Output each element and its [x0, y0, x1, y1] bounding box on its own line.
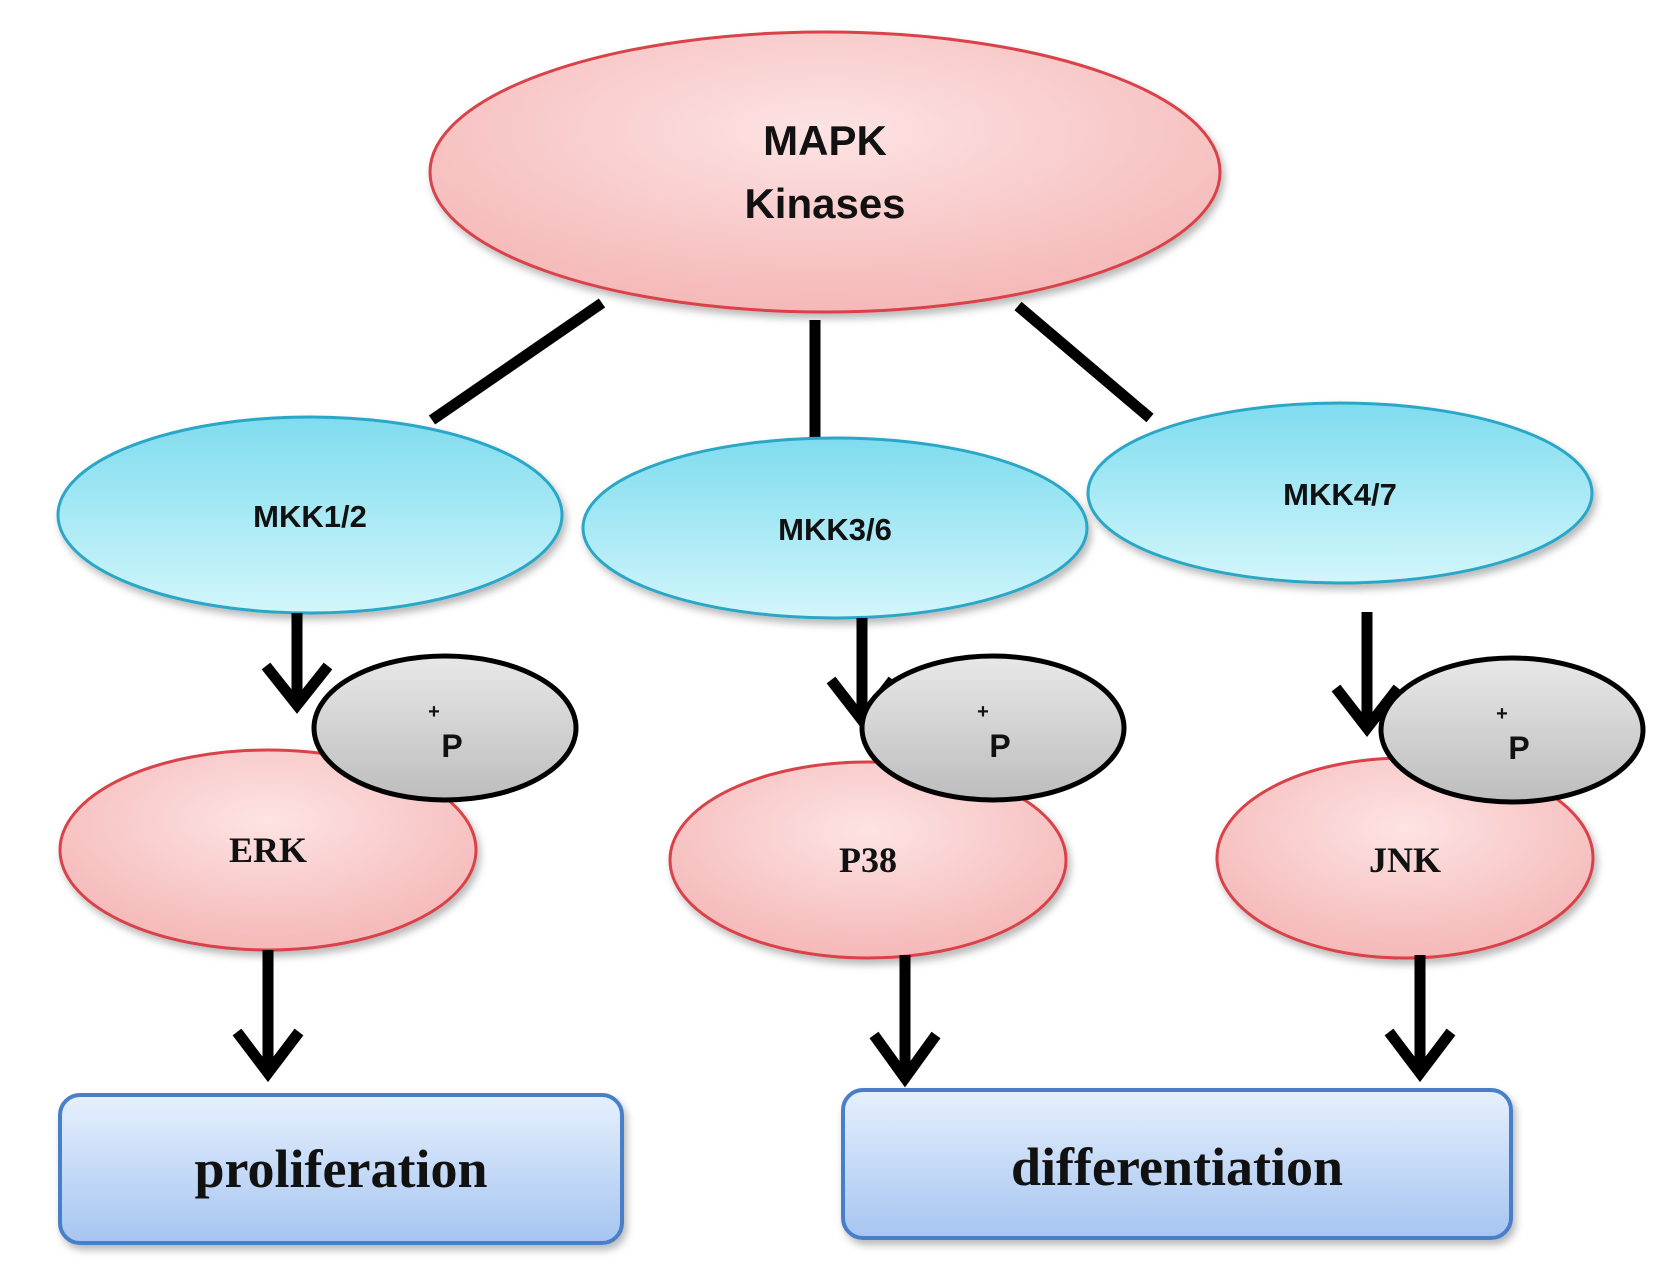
mkk4-7-node	[1086, 401, 1594, 585]
phosphate-erk-charge: +	[428, 701, 440, 723]
p38-label: P38	[839, 840, 897, 880]
mkk3-6-label: MKK3/6	[778, 512, 892, 547]
jnk-label: JNK	[1369, 840, 1441, 880]
arrow-erk-to-proliferation	[232, 950, 304, 1083]
arrow-mkk4-7-to-jnk	[1331, 612, 1403, 737]
erk-label: ERK	[229, 830, 307, 870]
mkk1-2-label: MKK1/2	[253, 499, 367, 534]
p38-node	[668, 760, 1068, 960]
phosphate-p38: + P	[859, 653, 1127, 803]
phosphate-jnk: + P	[1378, 655, 1646, 805]
phosphate-erk-label: P	[441, 728, 462, 764]
phosphate-jnk-charge: +	[1496, 703, 1508, 725]
arrow-p38-to-differentiation	[869, 955, 941, 1088]
phosphate-p38-charge: +	[977, 701, 989, 723]
connector-line-left	[428, 298, 606, 425]
differentiation-box	[841, 1088, 1513, 1240]
mkk3-6-node	[581, 436, 1089, 620]
mapk-kinases-label-line2: Kinases	[744, 180, 905, 227]
phosphate-p38-label: P	[989, 728, 1010, 764]
proliferation-box	[58, 1093, 624, 1245]
mapk-kinases-node	[428, 30, 1222, 314]
arrow-mkk1-2-to-erk	[261, 613, 333, 714]
differentiation-label: differentiation	[1011, 1137, 1343, 1197]
proliferation-label: proliferation	[195, 1139, 488, 1199]
phosphate-jnk-label: P	[1508, 730, 1529, 766]
mkk4-7-label: MKK4/7	[1283, 477, 1397, 512]
arrow-jnk-to-differentiation	[1384, 955, 1456, 1083]
mapk-kinases-label-line1: MAPK	[763, 117, 887, 164]
mkk1-2-node	[56, 415, 564, 615]
phosphate-erk: + P	[311, 653, 579, 803]
connector-line-right	[1014, 301, 1154, 423]
